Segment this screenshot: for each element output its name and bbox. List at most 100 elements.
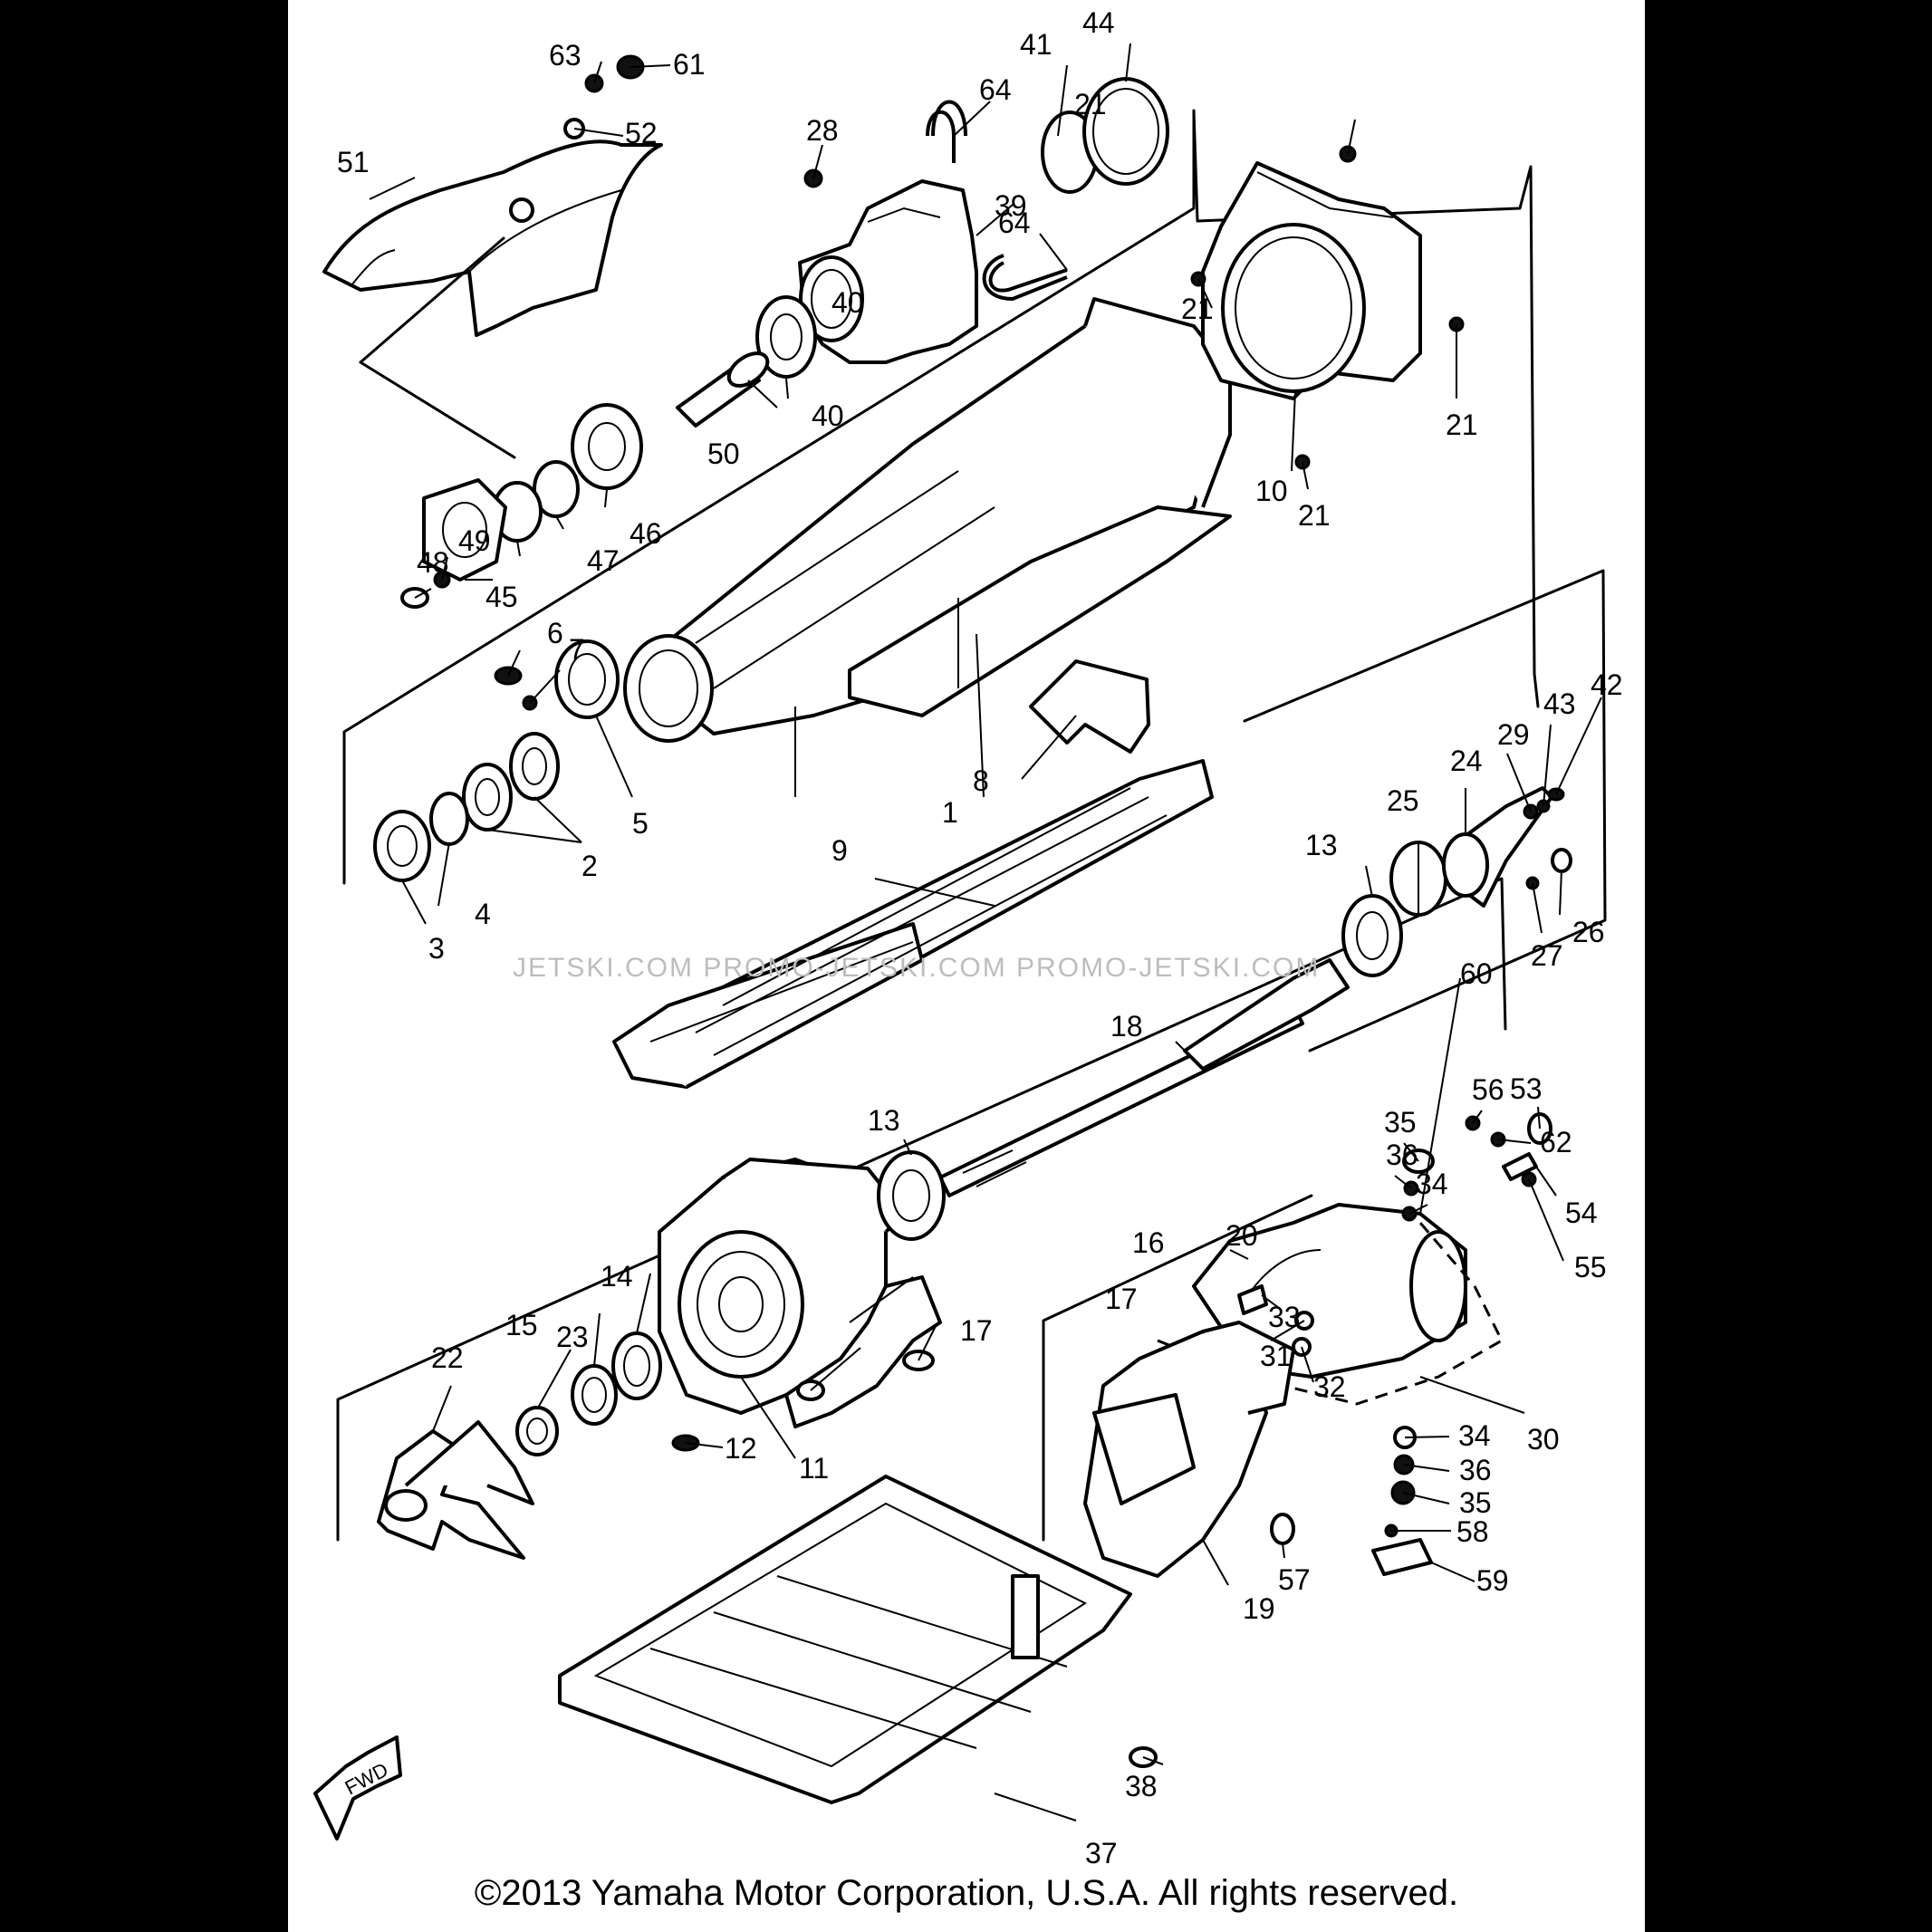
bracket-33 [1237,1284,1268,1315]
callout-51: 51 [337,146,370,178]
callout-12: 12 [725,1432,757,1465]
callout-23: 23 [556,1321,589,1353]
leader-line [1506,753,1532,812]
leader-line [1543,724,1552,807]
leader-line [1472,1110,1483,1124]
callout-3: 3 [428,932,445,965]
callout-2: 2 [582,850,598,882]
callout-36: 36 [1459,1454,1492,1486]
leader-line [903,1139,912,1156]
callout-26: 26 [1572,916,1605,948]
leader-line [507,649,521,677]
bearing-40b [571,403,643,490]
watermark: JETSKI.COM PROMO-JETSKI.COM PROMO-JETSKI… [513,953,1320,983]
leader-line [533,796,582,843]
leader-line [685,1442,724,1448]
leader-line [810,1347,861,1391]
sleeve-5 [554,639,620,719]
leader-line [1535,1166,1557,1197]
leader-line [785,378,789,399]
callout-9: 9 [831,834,848,867]
spacer-23 [515,1406,559,1456]
bearing-14 [611,1331,662,1400]
drive-shaft [938,958,1350,1197]
callout-53: 53 [1510,1072,1543,1105]
frame-middle [1243,569,1607,1053]
leader-line [1125,43,1131,82]
callout-32: 32 [1313,1370,1346,1403]
nozzle-housing [1083,1321,1295,1578]
diagram-sheet: FWD JETSKI.COM PROMO-JETSKI.COM PROMO-JE… [288,0,1645,1932]
clip-64a [926,100,967,163]
callout-21: 21 [1181,293,1214,325]
leader-line [1021,715,1077,780]
leader-line [636,1273,651,1334]
frame-nozzle [1042,1194,1313,1542]
callout-11: 11 [799,1452,829,1485]
ride-plate [558,1475,1132,1804]
callout-5: 5 [632,807,649,840]
callout-13: 13 [1305,829,1338,861]
seal-3 [373,810,431,882]
callout-17: 17 [1105,1283,1138,1315]
exploded-parts-diagram: FWD JETSKI.COM PROMO-JETSKI.COM PROMO-JE… [313,6,1623,1870]
callout-13: 13 [868,1104,900,1137]
leader-line [1528,1178,1564,1262]
flange-ring [1201,161,1422,400]
leader-line [1403,1464,1450,1472]
callout-15: 15 [505,1309,538,1341]
leader-line [1057,64,1068,137]
impeller [377,1420,534,1560]
leader-line [1197,278,1213,309]
leader-line [529,669,561,704]
callout-55: 55 [1574,1251,1607,1283]
callout-17: 17 [960,1314,993,1347]
leader-line [1261,1294,1280,1309]
leader-line [740,1376,796,1459]
callout-59: 59 [1476,1564,1509,1597]
callout-1: 1 [942,796,958,829]
callout-22: 22 [431,1341,464,1374]
leader-line [516,540,521,557]
callout-31: 31 [1260,1340,1293,1372]
bearing-2b [462,763,513,831]
leader-line [1270,1320,1305,1341]
callout-43: 43 [1543,687,1576,720]
callout-27: 27 [1531,939,1563,972]
leader-lines [369,43,1602,1821]
leader-line [1291,390,1296,472]
leader-line [1403,1142,1419,1162]
callout-21: 21 [1298,499,1331,532]
leader-line [555,515,564,530]
callout-49: 49 [458,524,491,557]
callout-25: 25 [1387,784,1419,817]
leader-line [573,128,624,137]
callout-46: 46 [630,517,662,550]
callout-47: 47 [587,544,620,577]
callout-45: 45 [485,581,518,613]
leader-line [1419,977,1461,1215]
leader-line [994,1793,1077,1821]
leader-line [1402,1492,1450,1504]
leader-line [486,829,582,843]
callout-35: 35 [1384,1106,1417,1139]
leader-line [593,1312,601,1367]
intake-grate [612,759,1214,1089]
leader-line [536,1349,572,1410]
impeller-cover [322,139,663,337]
callout-4: 4 [475,898,491,930]
callout-61: 61 [673,48,706,81]
callout-37: 37 [1085,1837,1118,1870]
leader-line [874,878,995,907]
jet-housing [623,297,1232,797]
callout-57: 57 [1278,1563,1311,1596]
callout-19: 19 [1243,1592,1275,1625]
bearing-13b [877,1150,946,1241]
callout-28: 28 [806,114,839,147]
bearing-housing-45 [422,478,507,582]
callout-40: 40 [812,399,844,432]
plate-8 [1029,659,1150,754]
leader-line [630,64,671,68]
callout-56: 56 [1472,1073,1504,1106]
forward-arrow: FWD [313,1735,402,1841]
